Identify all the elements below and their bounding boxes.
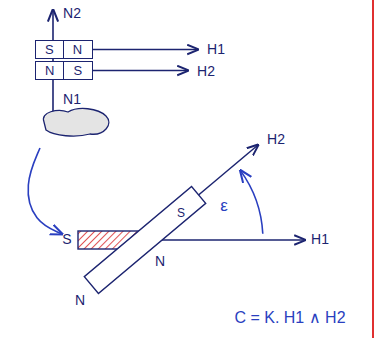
- pole-letter: S: [36, 41, 63, 58]
- formula: C = K. H1 ∧ H2: [234, 309, 345, 327]
- bar-magnet: SN: [35, 40, 93, 59]
- pole-letter: N: [155, 254, 165, 269]
- field-label: H2: [267, 132, 285, 147]
- margin-line: [372, 0, 374, 338]
- pole-label: N2: [63, 6, 81, 21]
- pole-letter: N: [63, 41, 91, 58]
- transfer-arrow: [28, 148, 62, 234]
- support: [43, 109, 108, 137]
- field-arrow: [93, 70, 188, 72]
- pole-label: N1: [63, 92, 81, 107]
- field-arrow: [150, 239, 305, 241]
- bar-magnet: NS: [35, 61, 93, 80]
- pole-letter: S: [177, 207, 185, 220]
- pole-letter: N: [75, 293, 85, 308]
- field-label: H1: [207, 42, 225, 57]
- magnet-bar: [84, 187, 205, 294]
- pole-letter: S: [63, 62, 91, 79]
- pole-letter: N: [36, 62, 63, 79]
- angle-arc: [241, 171, 263, 234]
- field-label: H2: [197, 64, 215, 79]
- field-arrow: [93, 49, 198, 51]
- angle-label: ε: [220, 197, 228, 216]
- field-label: H1: [311, 232, 329, 247]
- pole-letter: S: [62, 232, 71, 247]
